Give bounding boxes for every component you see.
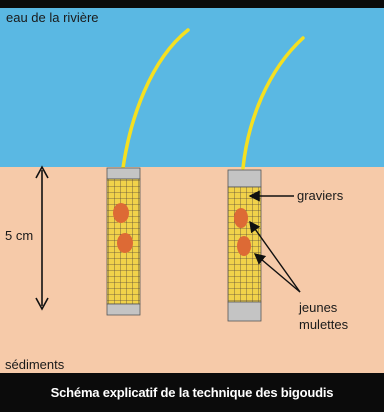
label-depth: 5 cm — [5, 228, 33, 243]
string-right — [241, 36, 305, 170]
tube-cap-top — [106, 167, 141, 180]
caption-text: Schéma explicatif de la technique des bi… — [50, 385, 334, 400]
tube-cap-top — [227, 169, 262, 188]
tube-cap-bottom — [227, 301, 262, 322]
curler-tube-left — [106, 167, 141, 316]
water-layer — [0, 8, 384, 167]
sediment-layer — [0, 167, 384, 373]
top-strip — [0, 0, 384, 8]
string-left — [121, 28, 190, 170]
label-water: eau de la rivière — [6, 10, 99, 25]
mussel — [113, 203, 129, 223]
label-sediment: sédiments — [5, 357, 65, 372]
label-mussels-line1: jeunes — [298, 300, 338, 315]
pointer-arrow-icon — [248, 190, 301, 293]
curler-tube-right — [227, 169, 262, 322]
double-arrow-icon — [35, 165, 49, 311]
label-gravel: graviers — [297, 188, 344, 203]
tube-cap-bottom — [106, 303, 141, 316]
mussel — [237, 236, 251, 256]
mussel — [117, 233, 133, 253]
mussel — [234, 208, 248, 228]
label-mussels-line2: mulettes — [299, 317, 349, 332]
caption-bar: Schéma explicatif de la technique des bi… — [0, 373, 384, 412]
